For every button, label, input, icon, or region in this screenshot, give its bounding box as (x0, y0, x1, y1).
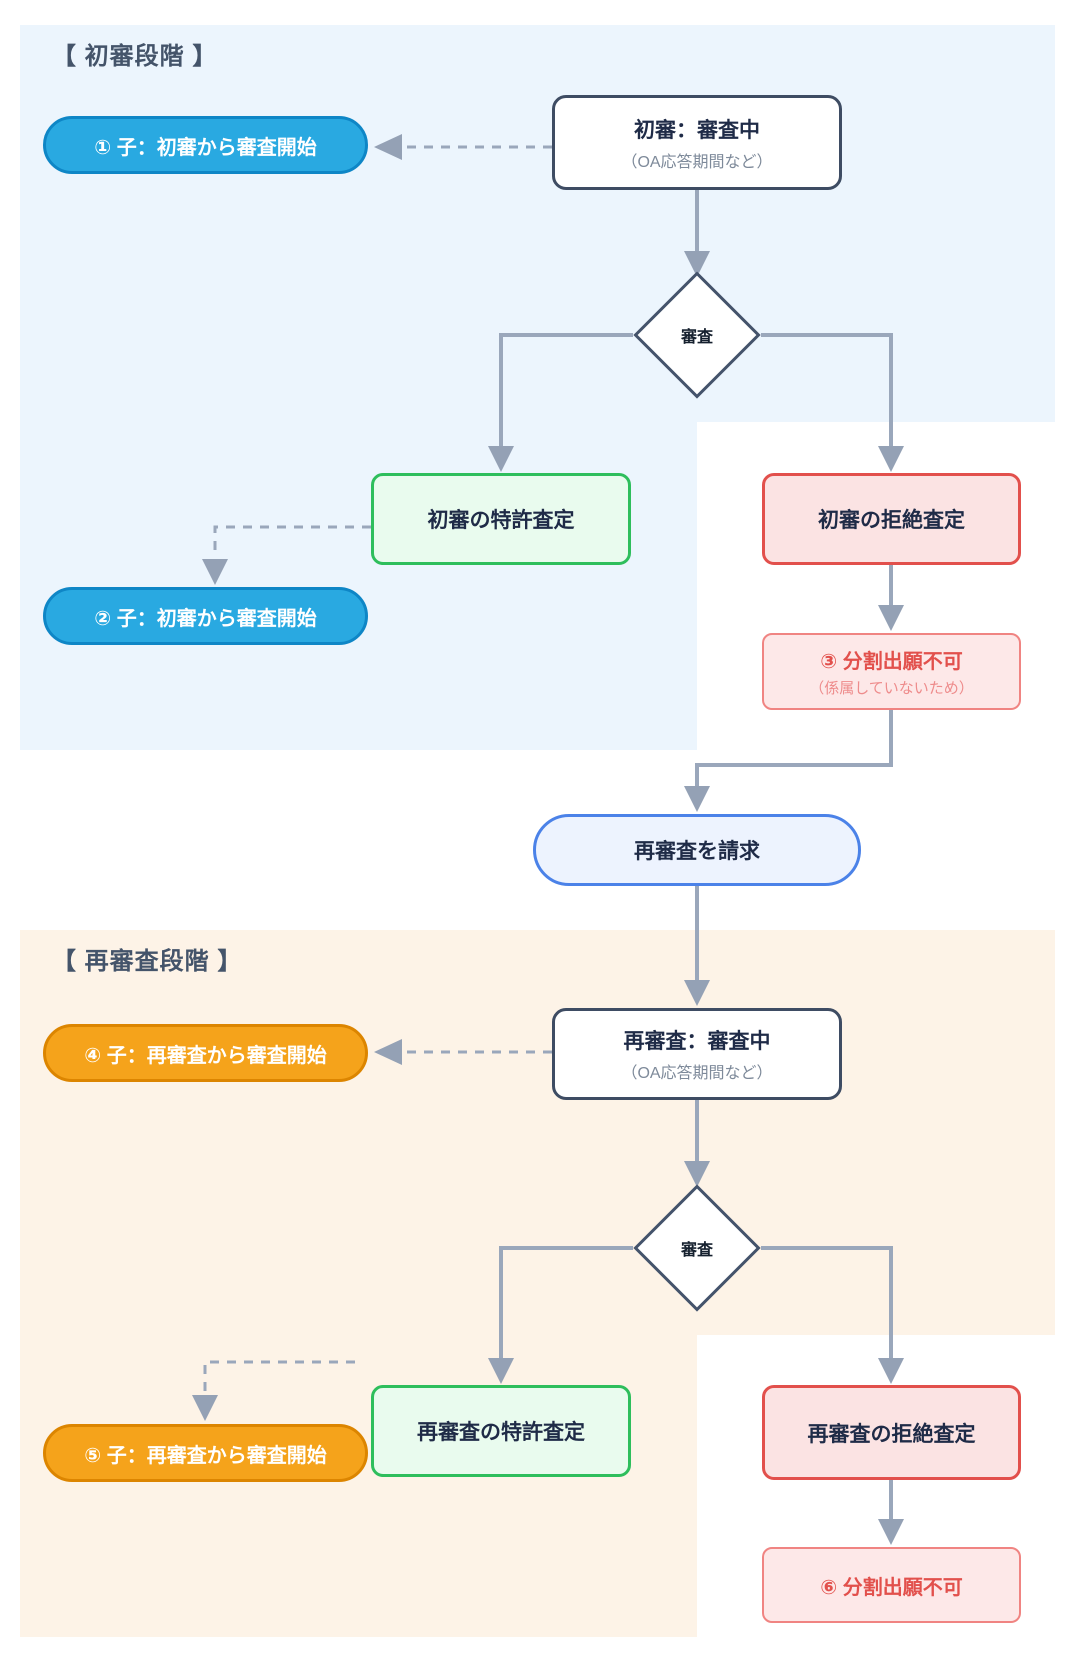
first-exam-grant-label: 初審の特許査定 (427, 509, 575, 532)
child-start-pill-5: ⑤ 子：再審査から審査開始 (43, 1424, 368, 1482)
child-start-pill-4: ④ 子：再審査から審査開始 (43, 1024, 368, 1082)
request-reexamination-label: 再審査を請求 (634, 840, 760, 863)
child-start-pill-2-label: ② 子：初審から審査開始 (94, 607, 317, 630)
first-exam-examining-title: 初審：審査中 (634, 118, 760, 142)
division-not-allowed-box-3-subtitle: （係属していないため） (809, 680, 974, 697)
first-exam-rejection-label: 初審の拒絶査定 (818, 509, 965, 532)
exam-decision-diamond-1-label: 審査 (680, 329, 713, 346)
division-not-allowed-box-6-title: ⑥ 分割出願不可 (820, 1576, 963, 1599)
reexam-examining-title: 再審査：審査中 (623, 1030, 771, 1053)
reexam-rejection-label: 再審査の拒絶査定 (807, 1422, 976, 1446)
reexam-rejection-box: 再審査の拒絶査定 (762, 1385, 1021, 1480)
exam-decision-diamond-1: 審査 (633, 271, 761, 399)
exam-decision-diamond-2-label: 審査 (680, 1242, 713, 1259)
child-start-pill-1: ① 子：初審から審査開始 (43, 116, 368, 174)
first-exam-examining-box: 初審：審査中 （OA応答期間など） (552, 95, 842, 190)
first-exam-examining-subtitle: （OA応答期間など） (621, 153, 773, 171)
child-start-pill-1-label: ① 子：初審から審査開始 (94, 136, 317, 159)
reexam-examining-box: 再審査：審査中 （OA応答期間など） (552, 1008, 842, 1100)
first-exam-rejection-box: 初審の拒絶査定 (762, 473, 1021, 565)
first-exam-grant-box: 初審の特許査定 (371, 473, 631, 565)
reexam-grant-label: 再審査の特許査定 (417, 1421, 585, 1444)
child-start-pill-4-label: ④ 子：再審査から審査開始 (84, 1044, 327, 1067)
exam-decision-diamond-2: 審査 (633, 1184, 761, 1312)
reexam-examining-subtitle: （OA応答期間など） (621, 1065, 773, 1082)
division-not-allowed-box-3: ③ 分割出願不可 （係属していないため） (762, 633, 1021, 710)
division-not-allowed-box-3-title: ③ 分割出願不可 (820, 651, 963, 673)
request-reexamination-pill: 再審査を請求 (533, 814, 861, 886)
division-not-allowed-box-6: ⑥ 分割出願不可 (762, 1547, 1021, 1623)
first-exam-stage-title: 【 初審段階 】 (52, 43, 218, 70)
reexam-grant-box: 再審査の特許査定 (371, 1385, 631, 1477)
child-start-pill-2: ② 子：初審から審査開始 (43, 587, 368, 645)
reexam-stage-title: 【 再審査段階 】 (52, 948, 243, 975)
child-start-pill-5-label: ⑤ 子：再審査から審査開始 (84, 1444, 327, 1467)
